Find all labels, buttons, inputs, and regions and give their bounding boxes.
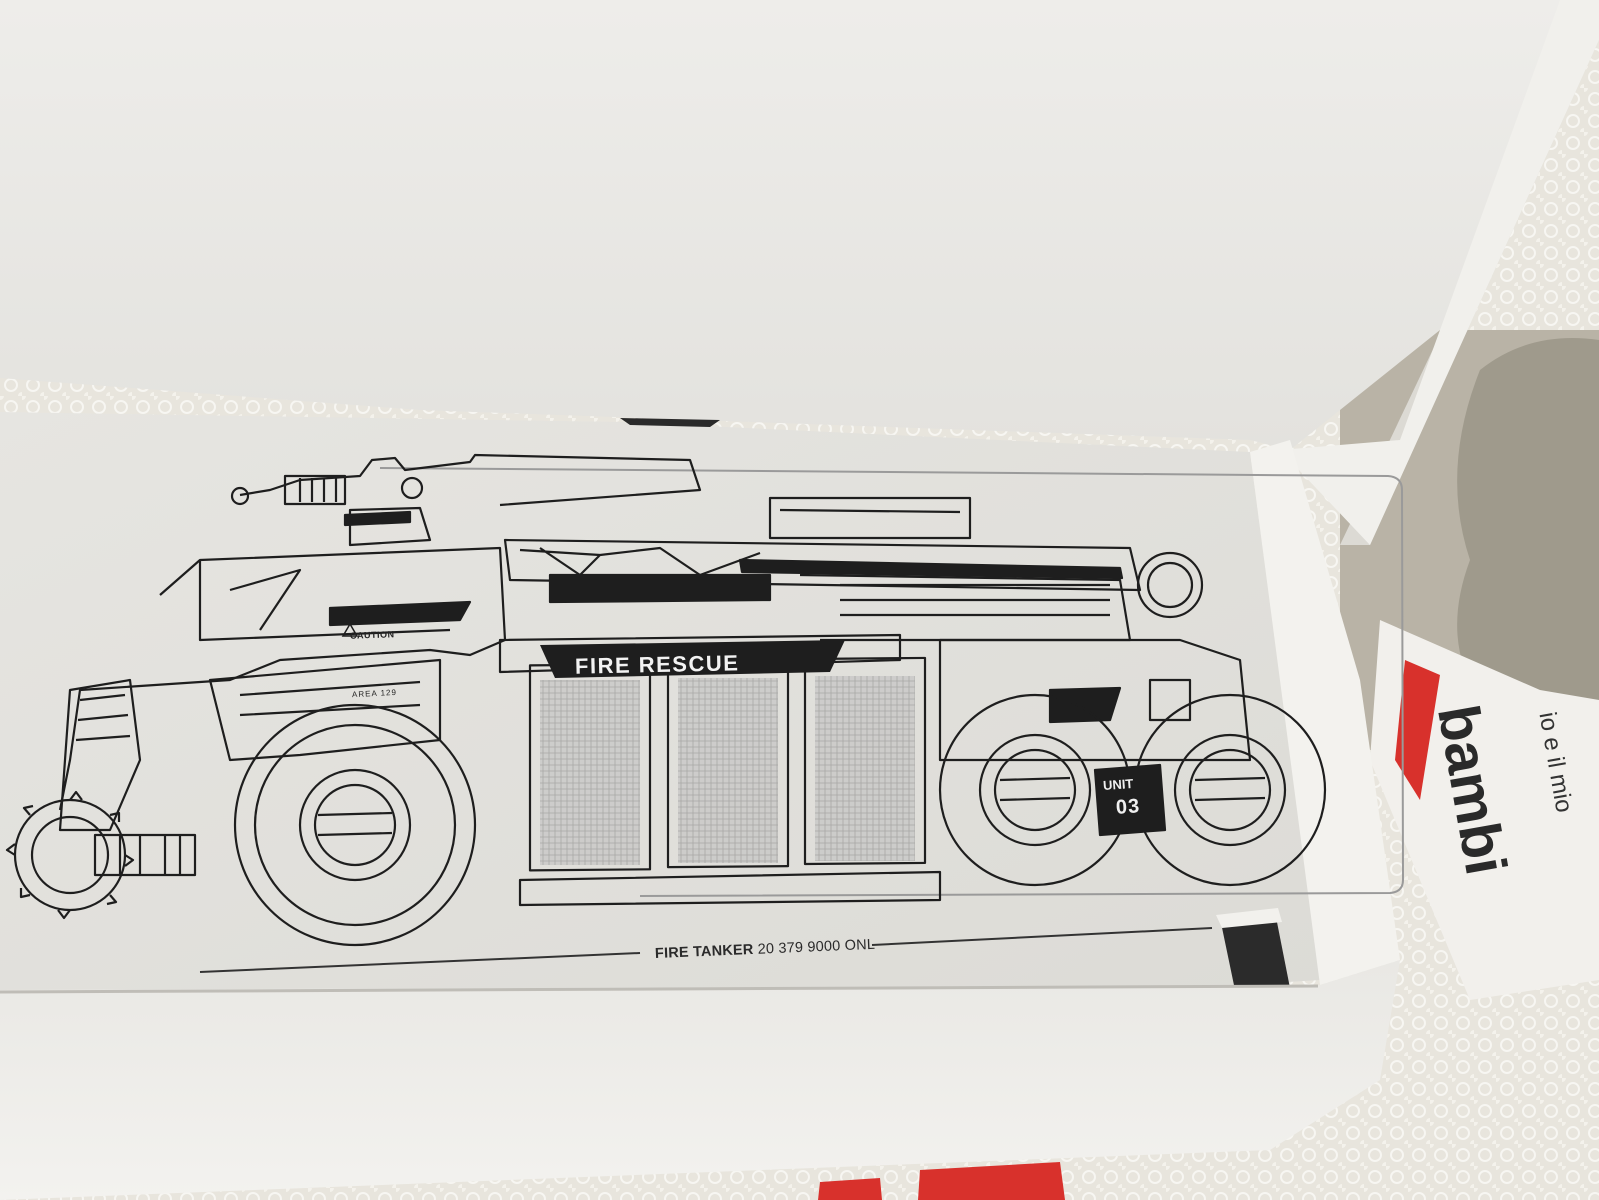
unit-number: 03 [1115,795,1141,819]
box-right-wall [1250,440,1400,985]
caution-label: CAUTION [349,629,395,641]
box-front-wall [0,960,1400,1200]
fire-rescue-label: FIRE RESCUE [574,650,740,679]
box-floor [0,412,1320,1000]
gray-fabric [1457,338,1599,727]
tank-module-3-grill [815,676,915,861]
print-border [379,467,1405,897]
back-slot [620,418,720,427]
warning-triangle-icon [341,622,359,637]
front-edge-line [0,984,1319,994]
box-lid [0,0,1599,450]
red-print-bottom [918,1162,1065,1200]
tank-module-2-grill [678,678,778,863]
lid-side-panel [1280,0,1599,545]
unit-label: UNIT [1102,775,1134,794]
magazine-red-stripe [1395,660,1440,800]
tank-module-1-grill [540,680,640,865]
corner-slot [1220,912,1290,990]
caption-rule-left [199,952,641,973]
red-print-bottom-2 [818,1178,882,1200]
corner-slot-flap [1216,908,1282,928]
caption-rule-right [871,927,1213,946]
fire-rescue-banner [540,640,845,678]
